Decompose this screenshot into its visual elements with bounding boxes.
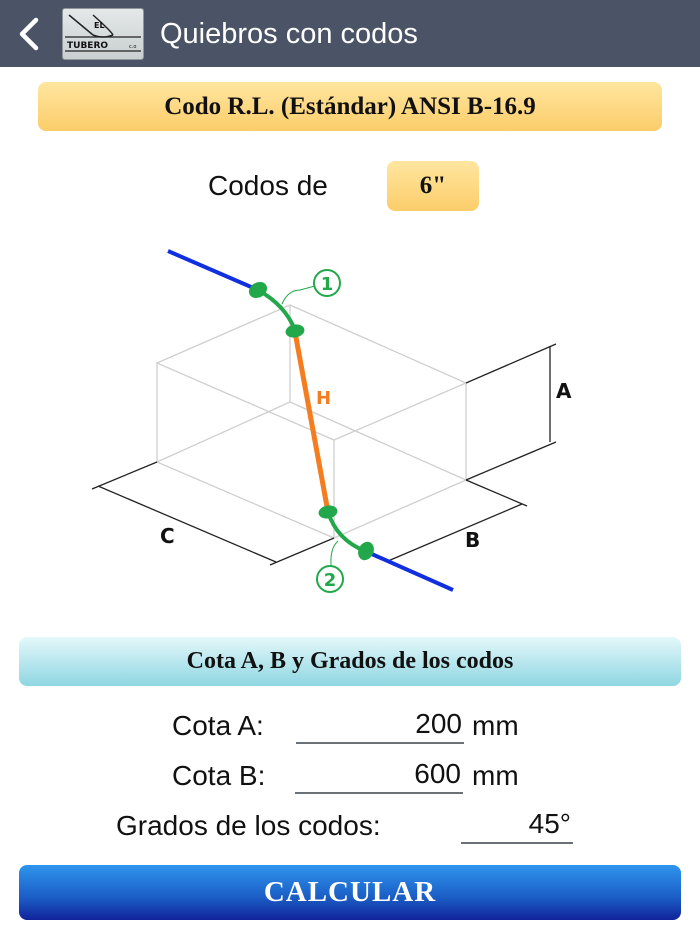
back-button[interactable] (12, 14, 48, 54)
dimension-b-label: B (465, 528, 480, 552)
offset-run-h (292, 331, 331, 513)
elbow-1-label: 1 (321, 274, 334, 295)
cota-b-unit: mm (472, 760, 519, 791)
outlet-pipe (364, 549, 454, 592)
svg-text:c.o: c.o (129, 44, 136, 50)
chevron-left-icon (19, 17, 39, 51)
app-logo: EL TUBERO c.o (62, 8, 144, 60)
cota-b-input[interactable] (295, 756, 463, 794)
elbow-standard-header: Codo R.L. (Estándar) ANSI B-16.9 (38, 82, 662, 131)
cota-a-input[interactable] (296, 706, 464, 744)
cota-a-unit: mm (472, 710, 519, 741)
calculate-button-label: CALCULAR (263, 876, 437, 908)
elbow-size-selector[interactable]: 6" (387, 161, 479, 211)
run-h-label: H (316, 388, 331, 409)
dimension-a-label: A (556, 379, 572, 403)
svg-text:EL: EL (94, 21, 105, 30)
elbow-1 (248, 269, 341, 338)
elbow-2 (316, 505, 374, 593)
grados-label: Grados de los codos: (116, 810, 381, 841)
dimensions-section-header: Cota A, B y Grados de los codos (19, 637, 681, 686)
page-title: Quiebros con codos (160, 18, 418, 50)
dimensions-section-title: Cota A, B y Grados de los codos (186, 648, 514, 674)
inlet-pipe (167, 249, 259, 292)
elbow-size-label: Codos de (208, 170, 328, 201)
svg-text:TUBERO: TUBERO (67, 41, 108, 51)
logo-graphic: EL TUBERO c.o (65, 14, 141, 52)
grados-input[interactable] (461, 806, 573, 844)
elbow-2-label: 2 (324, 570, 337, 591)
dimension-lines (91, 343, 557, 566)
cota-a-label: Cota A: (172, 710, 264, 741)
calculate-button[interactable]: CALCULAR (19, 865, 681, 920)
cota-b-label: Cota B: (172, 760, 266, 791)
app-bar: EL TUBERO c.o Quiebros con codos (0, 0, 700, 67)
dimension-c-label: C (160, 524, 175, 548)
isometric-offset-diagram: A B C H 1 2 (91, 249, 572, 593)
elbow-standard-title: Codo R.L. (Estándar) ANSI B-16.9 (164, 92, 536, 120)
